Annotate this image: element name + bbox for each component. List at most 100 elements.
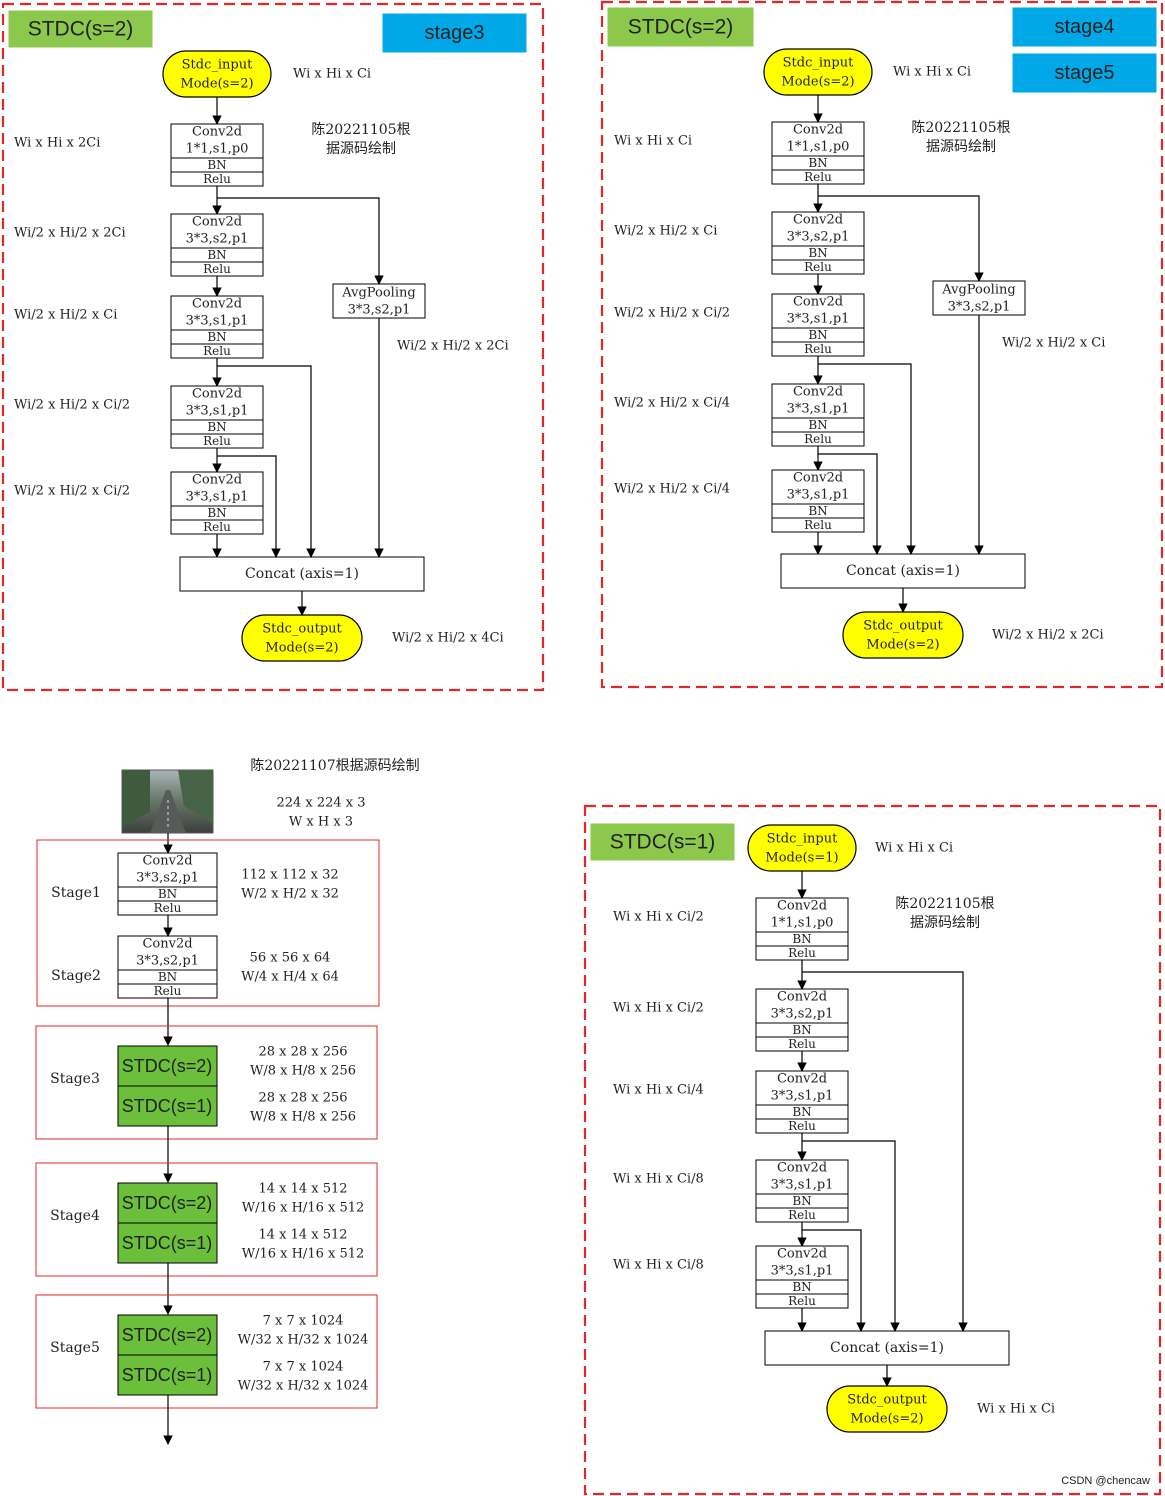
stage-dims-label: W/16 x H/16 x 512 <box>242 1247 365 1262</box>
skip-connector <box>217 455 281 558</box>
block-dims-label: Wi/2 x Hi/2 x Ci <box>14 308 117 323</box>
pool-dims-label: Wi/2 x Hi/2 x 2Ci <box>397 339 509 354</box>
stdc-output-terminal-mode: Mode(s=2) <box>866 638 939 653</box>
conv-block-3-relu: Relu <box>788 1119 816 1133</box>
stage45-panel-border <box>600 0 1164 689</box>
stdc-s1-block <box>117 1085 218 1127</box>
stage-dims-label: W/2 x H/2 x 32 <box>241 887 339 902</box>
concat-label: Concat (axis=1) <box>846 563 960 579</box>
author-note: 据源码绘制 <box>326 141 396 157</box>
stage4-tag <box>1012 7 1157 47</box>
stage-dims-label: 14 x 14 x 512 <box>258 1182 347 1197</box>
pool-connector <box>818 195 984 282</box>
conv-block-4 <box>755 1159 849 1223</box>
conv-block-2-relu: Relu <box>804 260 832 274</box>
conv-block-2-bn: BN <box>808 246 827 260</box>
stage-dims-label: 56 x 56 x 64 <box>250 951 331 966</box>
stride1-panel-border <box>583 804 1162 1496</box>
conv-block-1 <box>771 121 865 185</box>
stdc-output-terminal-mode: Mode(s=2) <box>850 1412 923 1427</box>
stem-conv-1-relu: Relu <box>154 901 182 915</box>
stem-conv-2-relu: Relu <box>154 984 182 998</box>
conv-block-4-relu: Relu <box>788 1208 816 1222</box>
conv-block-1-bn: BN <box>808 156 827 170</box>
input-dims-label: Wi x Hi x Ci <box>893 65 971 80</box>
conv-block-4-relu: Relu <box>804 432 832 446</box>
conv-block-1-bn: BN <box>792 932 811 946</box>
stdc-stage-frame <box>35 1025 378 1140</box>
stdc-s2-badge <box>607 7 754 47</box>
stdc-s2-block <box>117 1045 218 1087</box>
concat-block <box>764 1330 1010 1366</box>
avgpool-block <box>332 283 426 319</box>
stem-conv-1-op: Conv2d <box>142 854 192 869</box>
conv-block-4 <box>771 383 865 447</box>
stem-conv-2-bn: BN <box>158 970 177 984</box>
stem-stages-frame <box>36 839 380 1007</box>
stdc-output-terminal-mode: Mode(s=2) <box>265 641 338 656</box>
conv-block-2-bn: BN <box>792 1023 811 1037</box>
block-dims-label: Wi x Hi x Ci/2 <box>613 910 704 925</box>
stdc-s2-badge-text: STDC(s=2) <box>628 16 734 39</box>
author-note: 陈20221105根 <box>311 121 410 138</box>
conv-block-4-op: Conv2d <box>793 385 843 400</box>
conv-block-4-relu: Relu <box>203 434 231 448</box>
stage-dims-label: 7 x 7 x 1024 <box>263 1360 344 1375</box>
conv-block-4 <box>170 385 264 449</box>
watermark-text: CSDN @chencaw <box>1061 1475 1150 1487</box>
input-dims-label: Wi x Hi x Ci <box>875 841 953 856</box>
stdc-input-terminal-label: Stdc_input <box>767 832 838 847</box>
stage-dims-label: 14 x 14 x 512 <box>258 1228 347 1243</box>
conv-block-5-bn: BN <box>792 1280 811 1294</box>
conv-block-2-params: 3*3,s2,p1 <box>787 230 850 245</box>
block-dims-label: Wi/2 x Hi/2 x Ci <box>614 224 717 239</box>
conv-block-5-relu: Relu <box>804 518 832 532</box>
conv-block-1 <box>755 897 849 961</box>
trees-left <box>122 770 150 826</box>
stage-dims-label: W/8 x H/8 x 256 <box>250 1110 356 1125</box>
conv-block-3 <box>771 293 865 357</box>
input-dims-label: Wi x Hi x Ci <box>293 67 371 82</box>
conv-block-3 <box>755 1070 849 1134</box>
input-size-label: 224 x 224 x 3 <box>276 796 365 811</box>
output-dims-label: Wi/2 x Hi/2 x 2Ci <box>992 628 1104 643</box>
conv-block-2-op: Conv2d <box>192 215 242 230</box>
conv-block-1-params: 1*1,s1,p0 <box>186 142 249 157</box>
skip-connector <box>217 365 316 558</box>
conv-block-2-relu: Relu <box>203 262 231 276</box>
road-surface <box>150 790 186 833</box>
pool-dims-label: Wi/2 x Hi/2 x Ci <box>1002 336 1105 351</box>
stage-name-label: Stage3 <box>50 1071 100 1087</box>
skip-connector <box>802 971 968 1332</box>
conv-block-4-params: 3*3,s1,p1 <box>787 402 850 417</box>
conv-block-2 <box>755 988 849 1052</box>
output-dims-label: Wi/2 x Hi/2 x 4Ci <box>392 631 504 646</box>
stdc-input-terminal-label: Stdc_input <box>182 58 253 73</box>
conv-block-3-params: 3*3,s1,p1 <box>186 314 249 329</box>
conv-block-4-op: Conv2d <box>192 387 242 402</box>
conv-block-2-params: 3*3,s2,p1 <box>771 1007 834 1022</box>
stage-dims-label: W/16 x H/16 x 512 <box>242 1201 365 1216</box>
stage3-panel-border <box>1 2 545 692</box>
stdc-s2-block <box>117 1314 218 1356</box>
stem-conv-1-params: 3*3,s2,p1 <box>136 871 199 886</box>
output-dims-label: Wi x Hi x Ci <box>977 1402 1055 1417</box>
stdc-s2-block-label: STDC(s=2) <box>122 1056 213 1076</box>
conv-block-5-bn: BN <box>808 504 827 518</box>
stdc-input-terminal-label: Stdc_input <box>783 56 854 71</box>
conv-block-3-op: Conv2d <box>777 1072 827 1087</box>
conv-block-5-params: 3*3,s1,p1 <box>771 1264 834 1279</box>
conv-block-1-params: 1*1,s1,p0 <box>771 916 834 931</box>
stage3-tag-text: stage3 <box>424 22 484 44</box>
stdc-input-terminal-mode: Mode(s=2) <box>180 77 253 92</box>
pool-connector <box>217 197 384 285</box>
stdc-s2-block-label: STDC(s=2) <box>122 1193 213 1213</box>
block-dims-label: Wi/2 x Hi/2 x Ci/2 <box>614 306 730 321</box>
conv-block-5 <box>755 1245 849 1309</box>
conv-block-5-bn: BN <box>207 506 226 520</box>
stem-conv-2-params: 3*3,s2,p1 <box>136 954 199 969</box>
conv-block-4-params: 3*3,s1,p1 <box>186 404 249 419</box>
stdc-output-terminal <box>842 611 964 659</box>
conv-block-2-bn: BN <box>207 248 226 262</box>
block-dims-label: Wi x Hi x 2Ci <box>14 136 100 151</box>
